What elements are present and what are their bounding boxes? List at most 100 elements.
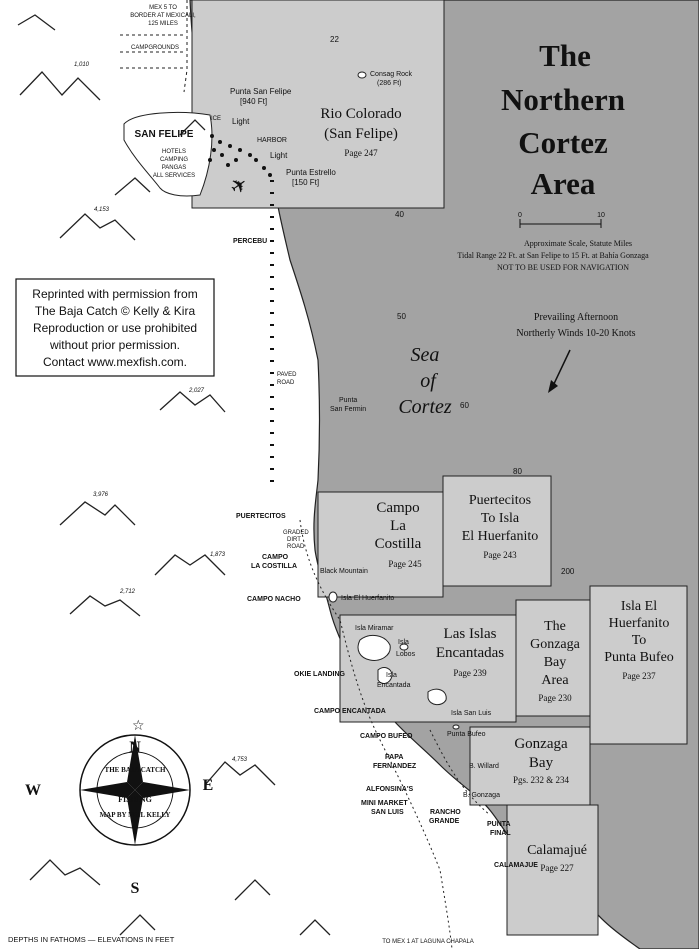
paved-label-2: ROAD <box>277 380 295 386</box>
elevation-3976: 3,976 <box>93 492 109 498</box>
region-gonzaga-area-page: Page 230 <box>538 693 572 703</box>
san-felipe-label: SAN FELIPE <box>135 129 194 140</box>
region-box-islas-encantadas[interactable] <box>339 614 517 723</box>
permission-line-2: The Baja Catch © Kelly & Kira <box>35 304 196 318</box>
region-box-puertecitos[interactable] <box>442 475 552 587</box>
san-felipe-outline <box>123 111 213 197</box>
region-puertecitos-line-2: To Isla <box>481 511 520 526</box>
campgrounds-markers <box>120 34 184 69</box>
encantada-label-2: Encantada <box>377 682 411 689</box>
region-box-gonzaga-bay[interactable] <box>469 726 591 806</box>
elevation-2027: 2,027 <box>188 388 205 394</box>
pe-label-2: [150 Ft] <box>292 178 319 187</box>
scale-line-1: Approximate Scale, Statute Miles <box>524 239 632 248</box>
elevation-4753: 4,753 <box>232 757 248 763</box>
permission-line-3: Reproduction or use prohibited <box>33 321 197 335</box>
lobos-label-2: Lobos <box>396 651 416 658</box>
papa-label-2: FERNANDEZ <box>373 763 417 770</box>
percebu-label: PERCEBU <box>233 238 267 245</box>
harbor-label: HARBOR <box>257 137 287 144</box>
mex5-label-1: MEX 5 TO <box>149 5 177 11</box>
sea-label-2: of <box>420 370 438 392</box>
encantada-label-1: Isla <box>386 672 397 679</box>
region-gonzaga-area-line-1: The <box>544 619 566 634</box>
winds-line-1: Prevailing Afternoon <box>534 312 618 323</box>
ice-label: ICE <box>211 116 221 122</box>
mex5-road <box>183 0 188 93</box>
okie-label: OKIE LANDING <box>294 671 346 678</box>
compass-e-label: E <box>203 777 214 794</box>
elevation-1873: 1,873 <box>210 552 226 558</box>
isla-san-luis-island <box>427 688 447 706</box>
wind-arrow <box>551 349 571 389</box>
region-box-campo-la-costilla[interactable] <box>317 491 444 598</box>
region-box-isla-huerfanito[interactable] <box>589 585 688 745</box>
campo-bufeo-label: CAMPO BUFEO <box>360 733 413 740</box>
campgrounds-label: CAMPGROUNDS <box>131 45 179 51</box>
willard-label: B. Willard <box>469 763 499 770</box>
region-rio-page: Page 247 <box>344 148 378 158</box>
punta-final-label-1: PUNTA <box>487 821 511 828</box>
campo-nacho-label: CAMPO NACHO <box>247 596 301 603</box>
elevation-1010: 1,010 <box>74 62 90 68</box>
region-gonzaga-area-line-2: Gonzaga <box>530 637 581 652</box>
region-rio-line-1: Rio Colorado <box>320 106 401 122</box>
compass-rose: ☆ <box>79 717 191 846</box>
permission-line-5: Contact www.mexfish.com. <box>43 355 187 369</box>
pangas-label: PANGAS <box>162 165 187 171</box>
mini-market-label-1: MINI MARKET <box>361 800 408 807</box>
branch-road <box>429 729 491 816</box>
rancho-label-1: RANCHO <box>430 809 461 816</box>
campo-encantada-label: CAMPO ENCANTADA <box>314 708 386 715</box>
depth-40: 40 <box>395 210 404 219</box>
papa-label-1: PAPA <box>385 754 403 761</box>
town-dots <box>208 134 272 177</box>
elevation-4153: 4,153 <box>94 207 110 213</box>
compass-n-label: N <box>129 739 141 756</box>
depth-80: 80 <box>513 467 522 476</box>
punta-bufeo-label: Punta Bufeo <box>447 731 486 738</box>
compass-w-label: W <box>25 782 41 799</box>
psf-label-1: Punta San Felipe <box>230 87 292 96</box>
graded-label-1: GRADED <box>283 530 309 536</box>
isla-miramar-island <box>357 634 391 661</box>
psf-label-2: [940 Ft] <box>240 97 267 106</box>
region-campo-line-1: Campo <box>376 500 419 516</box>
region-gonzaga-bay-line-2: Bay <box>529 755 554 771</box>
permission-box <box>15 278 215 377</box>
camping-label: CAMPING <box>160 157 188 163</box>
region-isla-hf-line-1: Isla El <box>621 599 657 614</box>
permission-line-4: without prior permission. <box>49 338 180 352</box>
region-isla-hf-line-2: Huerfanito <box>609 616 670 631</box>
region-puertecitos-line-3: El Huerfanito <box>462 529 539 544</box>
compass-ring-mid: FISHING <box>118 795 152 804</box>
region-gonzaga-area-line-3: Bay <box>544 655 567 670</box>
region-campo-line-2: La <box>390 518 406 534</box>
alfonsinas-label: ALFONSINA'S <box>366 786 413 793</box>
isla-huerfanito-island <box>328 591 338 603</box>
clc-label-2: LA COSTILLA <box>251 563 297 570</box>
compass-ring-top: THE BAJA CATCH <box>105 766 166 774</box>
mini-market-label-2: SAN LUIS <box>371 809 404 816</box>
region-isla-hf-line-4: Punta Bufeo <box>604 650 674 665</box>
miramar-label: Isla Miramar <box>355 625 394 632</box>
graded-label-3: ROAD <box>287 544 305 550</box>
fermin-label-1: Punta <box>339 397 357 404</box>
region-campo-line-3: Costilla <box>375 536 422 552</box>
depth-22: 22 <box>330 35 339 44</box>
region-box-rio-colorado[interactable] <box>191 0 445 209</box>
fermin-label-2: San Fermin <box>330 406 366 413</box>
sea-label-3: Cortez <box>398 396 452 418</box>
scale-tick-0: 0 <box>518 212 522 219</box>
compass-s-label: S <box>131 880 140 897</box>
scale-tick-10: 10 <box>597 212 605 219</box>
svg-text:☆: ☆ <box>132 717 145 733</box>
paved-label-1: PAVED <box>277 372 297 378</box>
lobos-label-1: Isla <box>398 639 409 646</box>
consag-label-2: (286 Ft) <box>377 80 402 87</box>
permission-line-1: Reprinted with permission from <box>32 287 197 301</box>
mex5-label-2: BORDER AT MEXICALI, <box>130 13 196 19</box>
consag-label-1: Consag Rock <box>370 71 413 78</box>
region-box-calamajue[interactable] <box>506 804 599 936</box>
